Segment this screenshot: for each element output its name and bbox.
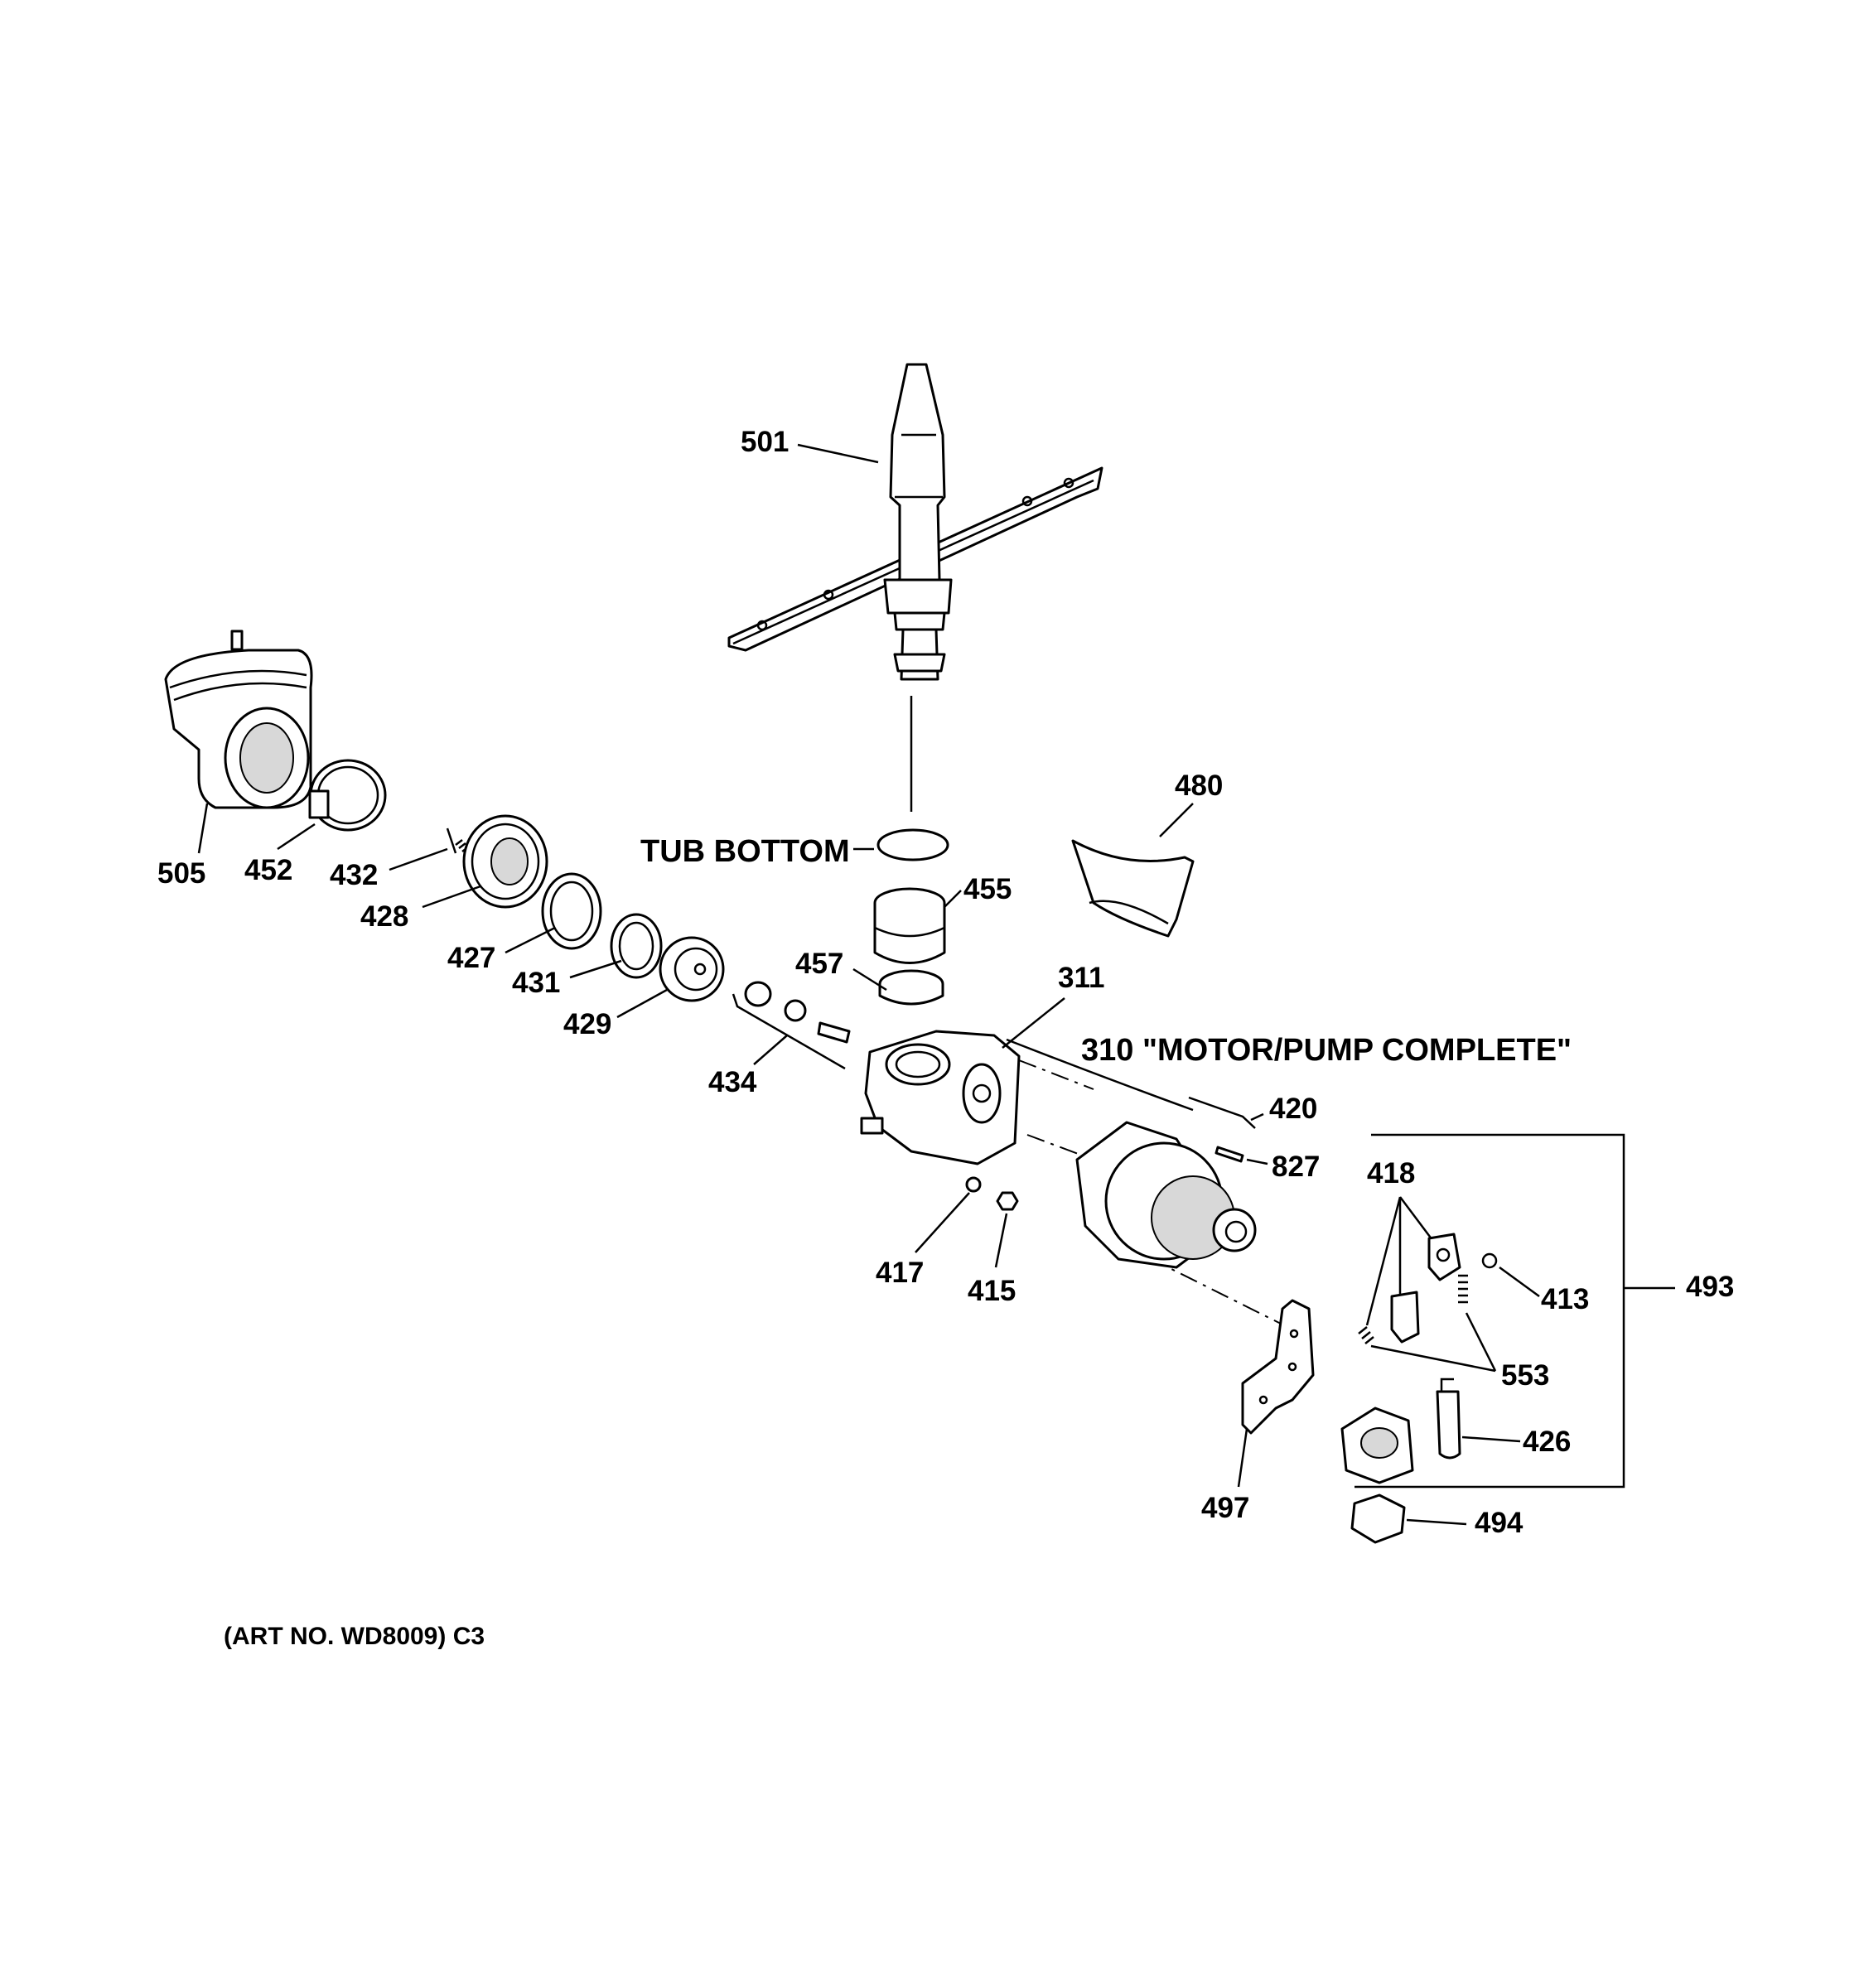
leader-452 bbox=[277, 823, 316, 851]
label-427: 427 bbox=[447, 942, 495, 974]
label-428: 428 bbox=[360, 900, 408, 933]
label-493: 493 bbox=[1686, 1271, 1734, 1303]
leader-494 bbox=[1406, 1518, 1467, 1526]
label-motor-pump-complete: 310 "MOTOR/PUMP COMPLETE" bbox=[1081, 1033, 1572, 1068]
cap-429[interactable] bbox=[659, 936, 725, 1002]
label-tub-bottom: TUB BOTTOM bbox=[640, 834, 850, 869]
leader-427 bbox=[505, 926, 556, 954]
axis-pump-motor bbox=[1018, 1059, 1094, 1090]
leader-413 bbox=[1499, 1266, 1540, 1298]
leader-415 bbox=[994, 1213, 1008, 1268]
label-501: 501 bbox=[741, 426, 789, 458]
label-417: 417 bbox=[876, 1257, 924, 1289]
tub-bottom-ring bbox=[876, 828, 949, 861]
axis-motor-bracket bbox=[1026, 1134, 1285, 1326]
label-431: 431 bbox=[512, 967, 560, 999]
impeller-428[interactable] bbox=[462, 814, 548, 909]
leader-417 bbox=[915, 1192, 970, 1253]
label-553: 553 bbox=[1501, 1359, 1549, 1392]
leader-311 bbox=[1002, 997, 1065, 1049]
spring-553[interactable] bbox=[1358, 1274, 1468, 1344]
label-480: 480 bbox=[1175, 770, 1223, 802]
label-452: 452 bbox=[244, 854, 292, 886]
label-311: 311 bbox=[1058, 962, 1104, 994]
lever-418[interactable] bbox=[1390, 1233, 1461, 1344]
label-418: 418 bbox=[1367, 1157, 1415, 1189]
label-415: 415 bbox=[968, 1275, 1016, 1307]
solenoid[interactable] bbox=[1340, 1407, 1414, 1484]
leader-420 bbox=[1250, 1112, 1264, 1122]
leader-426 bbox=[1461, 1436, 1521, 1443]
bracket-310 bbox=[1006, 1038, 1194, 1112]
leader-457 bbox=[852, 967, 887, 992]
cover-494[interactable] bbox=[1350, 1493, 1406, 1544]
label-413: 413 bbox=[1541, 1283, 1589, 1315]
leader-480 bbox=[1159, 803, 1194, 837]
spring-432[interactable] bbox=[446, 828, 473, 856]
leader-553 bbox=[1370, 1312, 1497, 1373]
screw-827[interactable] bbox=[1214, 1146, 1244, 1163]
label-426: 426 bbox=[1523, 1426, 1571, 1458]
leader-827 bbox=[1246, 1158, 1268, 1165]
label-429: 429 bbox=[563, 1008, 611, 1040]
label-420: 420 bbox=[1269, 1093, 1317, 1125]
motor-310[interactable] bbox=[1075, 1121, 1257, 1269]
bracket-497[interactable] bbox=[1241, 1299, 1315, 1435]
clamp-457[interactable] bbox=[878, 969, 944, 1006]
clip-413[interactable] bbox=[1481, 1252, 1498, 1269]
label-494: 494 bbox=[1475, 1507, 1524, 1539]
leader-497 bbox=[1237, 1428, 1248, 1488]
leader-501 bbox=[797, 443, 879, 464]
wire-420[interactable] bbox=[1188, 1096, 1256, 1129]
label-505: 505 bbox=[157, 857, 205, 890]
clamp-452[interactable] bbox=[308, 759, 387, 832]
art-number: (ART NO. WD8009) C3 bbox=[224, 1623, 485, 1650]
leader-505 bbox=[197, 803, 209, 854]
washer-417[interactable] bbox=[965, 1176, 982, 1193]
leader-431 bbox=[569, 959, 622, 979]
leader-432 bbox=[389, 847, 448, 871]
ring-431[interactable] bbox=[610, 913, 663, 979]
leader-455 bbox=[944, 890, 962, 908]
seal-455[interactable] bbox=[873, 887, 946, 964]
label-827: 827 bbox=[1272, 1151, 1320, 1183]
spray-arm-501[interactable] bbox=[727, 363, 1103, 681]
housing-505[interactable] bbox=[164, 630, 313, 809]
label-497: 497 bbox=[1201, 1492, 1249, 1524]
label-457: 457 bbox=[795, 948, 843, 980]
nut-415[interactable] bbox=[996, 1191, 1019, 1211]
bracket-493 bbox=[1355, 1133, 1625, 1489]
fittings-434[interactable] bbox=[732, 981, 851, 1070]
leader-429 bbox=[616, 988, 668, 1019]
label-432: 432 bbox=[330, 859, 378, 891]
plunger-426[interactable] bbox=[1436, 1378, 1461, 1460]
pump-housing-311[interactable] bbox=[860, 1030, 1021, 1165]
leader-434 bbox=[753, 1035, 788, 1065]
label-434: 434 bbox=[708, 1066, 757, 1098]
deflector-480[interactable] bbox=[1071, 839, 1195, 938]
leader-428 bbox=[422, 885, 481, 909]
ring-427[interactable] bbox=[541, 872, 602, 950]
label-455: 455 bbox=[963, 873, 1012, 905]
